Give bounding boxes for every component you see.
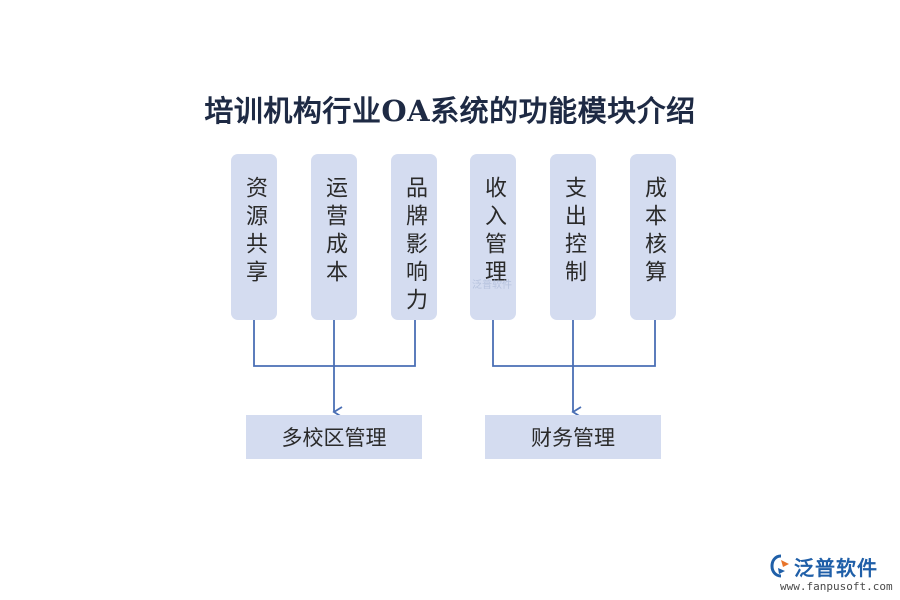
group-label: 多校区管理 xyxy=(281,426,387,450)
module-expense-control: 支出控制 xyxy=(550,154,596,320)
module-label: 成本核算 xyxy=(641,176,666,288)
module-label: 资源共享 xyxy=(242,176,267,288)
fanpu-logo-icon xyxy=(770,554,789,578)
right-group-bracket xyxy=(492,320,656,367)
page-title: 培训机构行业OA系统的功能模块介绍 xyxy=(204,94,696,128)
module-label: 支出控制 xyxy=(561,176,586,288)
group-multi-campus-management: 多校区管理 xyxy=(246,415,422,459)
module-brand-influence: 品牌影响力 xyxy=(391,154,437,320)
group-finance-management: 财务管理 xyxy=(485,415,661,459)
logo-url: www.fanpusoft.com xyxy=(780,580,893,593)
module-income-management: 收入管理 xyxy=(470,154,516,320)
logo-name: 泛普软件 xyxy=(794,556,878,580)
module-operating-cost: 运营成本 xyxy=(311,154,357,320)
watermark-text: 泛普软件 xyxy=(472,280,512,291)
module-label: 品牌影响力 xyxy=(402,176,427,316)
group-label: 财务管理 xyxy=(531,426,615,450)
module-label: 收入管理 xyxy=(481,176,506,288)
brand-logo: 泛普软件 www.fanpusoft.com xyxy=(770,552,895,596)
module-resource-sharing: 资源共享 xyxy=(231,154,277,320)
module-cost-accounting: 成本核算 xyxy=(630,154,676,320)
module-label: 运营成本 xyxy=(322,176,347,288)
